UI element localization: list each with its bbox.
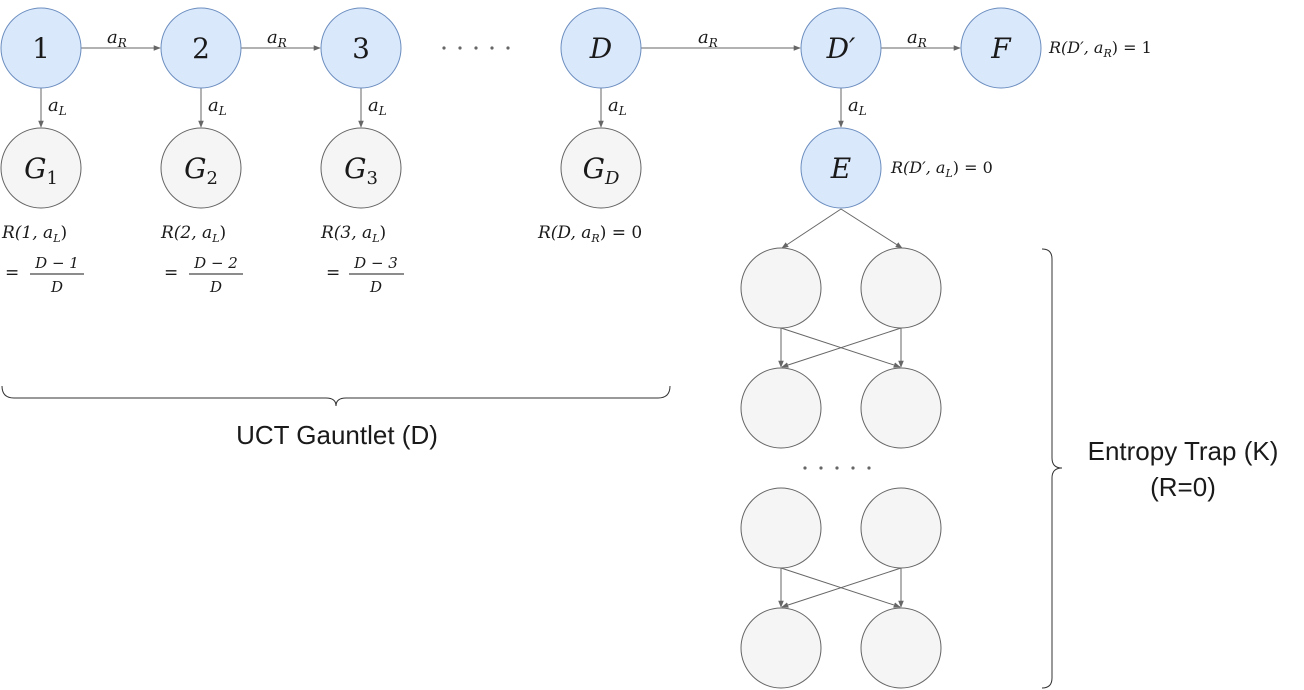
- label-aR-Dprime: aR: [907, 27, 927, 50]
- label-aR-2: aR: [267, 27, 287, 50]
- goal-node-G3: G3: [320, 127, 402, 209]
- node-1-label: 1: [32, 32, 50, 65]
- node-3-label: 3: [352, 32, 370, 65]
- svg-text:D: D: [209, 278, 222, 296]
- node-G3-label: G3: [344, 152, 378, 189]
- reward-F: R(D′, aR) = 1: [1048, 38, 1152, 60]
- trap-node: [740, 607, 822, 689]
- state-node-2: 2: [160, 7, 242, 89]
- trap-node: [860, 367, 942, 449]
- trap-nodes: [740, 247, 942, 689]
- trap-node: [740, 247, 822, 329]
- trap-label-line1: Entropy Trap (K): [1088, 436, 1279, 466]
- svg-text:D: D: [50, 278, 63, 296]
- node-E-label: E: [830, 152, 851, 185]
- label-aR-1: aR: [107, 27, 127, 50]
- svg-text:D − 2: D − 2: [193, 254, 238, 272]
- label-aR-D: aR: [698, 27, 718, 50]
- state-node-1: 1: [0, 7, 82, 89]
- gauntlet-brace: [1, 385, 671, 407]
- svg-text:R(2, aL): R(2, aL): [160, 223, 226, 245]
- svg-text:R(1, aL): R(1, aL): [1, 223, 67, 245]
- state-node-D: D: [560, 7, 642, 89]
- svg-text:R(3, aL): R(3, aL): [320, 223, 386, 245]
- edge-t6-t7: [781, 567, 902, 608]
- svg-text:D − 3: D − 3: [353, 254, 398, 272]
- svg-text:=: =: [164, 263, 178, 283]
- svg-text:D: D: [369, 278, 382, 296]
- goal-node-GD: GD: [560, 127, 642, 209]
- svg-text:=: =: [326, 263, 340, 283]
- node-G2-label: G2: [184, 152, 218, 189]
- node-GD-label: GD: [583, 152, 620, 189]
- node-Dprime-label: D′: [826, 32, 856, 65]
- state-node-F: F: [960, 7, 1042, 89]
- trap-node: [740, 487, 822, 569]
- edge-E-t1: [781, 208, 842, 249]
- reward-E: R(D′, aL) = 0: [890, 158, 993, 180]
- svg-text:D − 1: D − 1: [34, 254, 79, 272]
- label-aL-3: aL: [368, 95, 387, 118]
- state-node-Dprime: D′: [800, 7, 882, 89]
- edges-left: [38, 88, 844, 128]
- node-F-label: F: [990, 32, 1012, 65]
- svg-text:R(D, aR) = 0: R(D, aR) = 0: [537, 223, 642, 245]
- goal-node-G2: G2: [160, 127, 242, 209]
- svg-text:R(D′, aR) = 1: R(D′, aR) = 1: [1048, 38, 1152, 60]
- node-2-label: 2: [192, 32, 210, 65]
- ellipsis-dots-trap: [803, 466, 871, 470]
- trap-node: [860, 247, 942, 329]
- edges-trap: [778, 208, 904, 608]
- edge-E-t2: [840, 208, 903, 249]
- trap-node: [860, 487, 942, 569]
- label-aL-2: aL: [208, 95, 227, 118]
- label-aL-1: aL: [48, 95, 67, 118]
- state-node-E: E: [800, 127, 882, 209]
- svg-text:=: =: [5, 263, 19, 283]
- svg-text:R(D′, aL) = 0: R(D′, aL) = 0: [890, 158, 993, 180]
- label-aL-Dprime: aL: [848, 95, 867, 118]
- label-aL-D: aL: [608, 95, 627, 118]
- trap-node: [860, 607, 942, 689]
- goal-node-G1: G1: [0, 127, 82, 209]
- reward-1: R(1, aL) = D − 1 D: [1, 223, 84, 296]
- state-node-3: 3: [320, 7, 402, 89]
- reward-D: R(D, aR) = 0: [537, 223, 642, 245]
- node-G1-label: G1: [24, 152, 58, 189]
- ellipsis-dots-top: [442, 46, 510, 50]
- reward-2: R(2, aL) = D − 2 D: [160, 223, 243, 296]
- edge-t2-t3: [781, 327, 902, 368]
- trap-brace: [1041, 248, 1063, 689]
- gauntlet-label: UCT Gauntlet (D): [236, 420, 438, 450]
- reward-3: R(3, aL) = D − 3 D: [320, 223, 404, 296]
- node-D-label: D: [589, 32, 612, 65]
- trap-label-line2: (R=0): [1150, 472, 1216, 502]
- trap-node: [740, 367, 822, 449]
- edge-labels: aR aR aR aR aL aL aL aL aL: [48, 27, 927, 118]
